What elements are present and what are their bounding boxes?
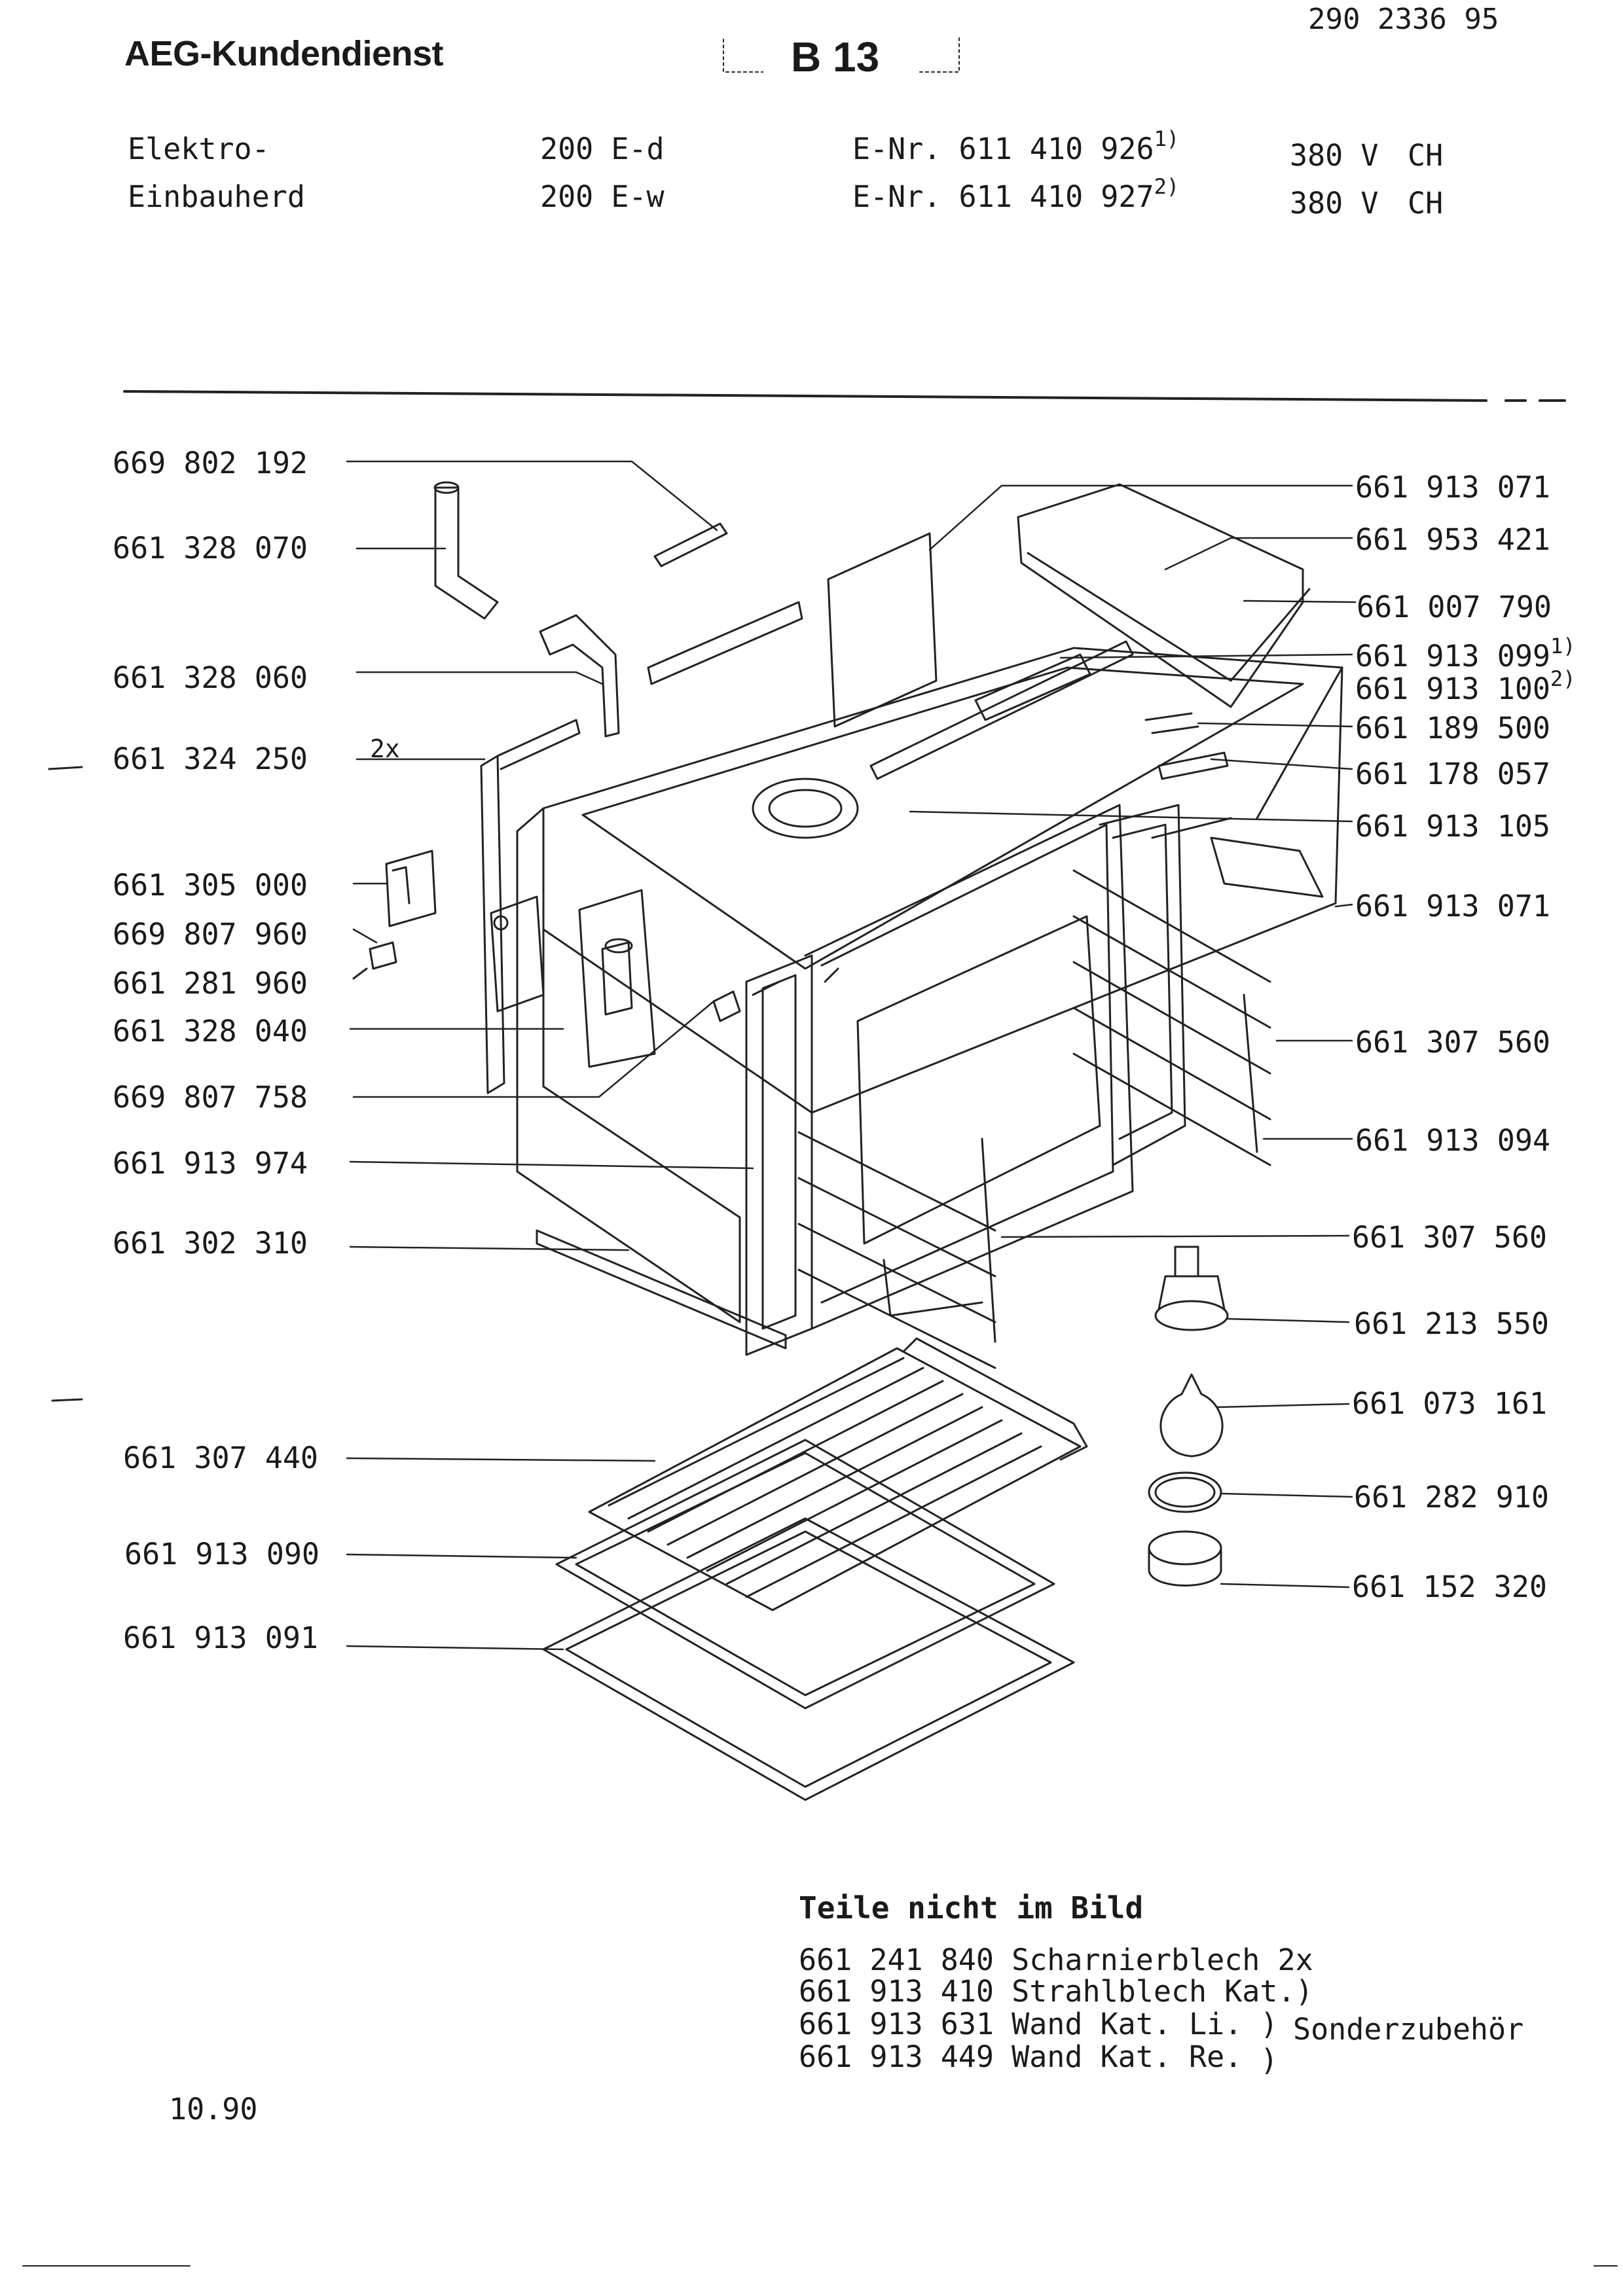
header-separator bbox=[124, 391, 1565, 401]
part-description: Scharnierblech 2x bbox=[1012, 1943, 1313, 1977]
section-bracket-marks bbox=[723, 36, 959, 72]
lamp-parts-drawing bbox=[1149, 1247, 1228, 1586]
appliance-type-line1: Elektro- bbox=[128, 132, 270, 166]
margin-marks bbox=[23, 767, 1617, 2266]
callout-left: 661 913 974 bbox=[113, 1146, 308, 1181]
quantity-marker: 2x bbox=[370, 734, 400, 763]
callout-left: 661 328 040 bbox=[113, 1014, 308, 1049]
enr-1-value: E-Nr. 611 410 926 bbox=[852, 132, 1154, 166]
parts-not-shown-heading: Teile nicht im Bild bbox=[799, 1890, 1144, 1926]
callout-left: 661 305 000 bbox=[113, 868, 308, 903]
bracket-mark: ) bbox=[1260, 2043, 1279, 2077]
callout-left: 669 807 758 bbox=[113, 1080, 308, 1115]
callout-left: 661 913 090 bbox=[124, 1537, 320, 1571]
bracket-mark: ) bbox=[1260, 2007, 1279, 2041]
country-2: CH bbox=[1408, 186, 1444, 221]
part-number: 661 913 410 bbox=[799, 1974, 994, 2009]
callout-left: 669 802 192 bbox=[113, 446, 308, 480]
part-description: Strahlblech Kat. bbox=[1012, 1974, 1296, 2009]
country-1: CH bbox=[1408, 138, 1444, 173]
callout-right: 661 213 550 bbox=[1354, 1306, 1550, 1341]
enr-1-note: 1) bbox=[1154, 126, 1180, 151]
document-number: 290 2336 95 bbox=[1308, 3, 1499, 36]
callout-right: 661 953 421 bbox=[1355, 522, 1551, 557]
accessory-note: Sonderzubehör bbox=[1293, 2012, 1524, 2047]
enr-1: E-Nr. 611 410 9261) bbox=[852, 128, 1179, 166]
callout-right: 661 913 071 bbox=[1355, 889, 1551, 924]
callout-right: 661 307 560 bbox=[1352, 1220, 1548, 1255]
callout-right: 661 913 105 bbox=[1355, 809, 1551, 844]
callout-left: 661 913 091 bbox=[123, 1621, 319, 1655]
callout-right: 661 282 910 bbox=[1354, 1480, 1550, 1515]
callout-right: 661 913 094 bbox=[1355, 1123, 1551, 1158]
section-code: B 13 bbox=[791, 33, 880, 81]
callout-right: 661 913 1002) bbox=[1355, 668, 1576, 706]
callout-right: 661 307 560 bbox=[1355, 1025, 1551, 1060]
callout-right: 661 152 320 bbox=[1352, 1570, 1548, 1604]
callout-right-value: 661 913 099 bbox=[1355, 639, 1551, 673]
parts-row: 661 913 410 Strahlblech Kat.) bbox=[799, 1977, 1313, 2006]
part-number: 661 913 449 bbox=[799, 2039, 994, 2074]
voltage-2: 380 V bbox=[1290, 186, 1379, 221]
callout-right: 661 073 161 bbox=[1352, 1386, 1548, 1421]
enr-2-note: 2) bbox=[1154, 174, 1180, 199]
callout-right: 661 007 790 bbox=[1357, 590, 1552, 624]
callout-left: 661 302 310 bbox=[113, 1226, 308, 1261]
callout-left: 661 281 960 bbox=[113, 966, 308, 1001]
appliance-type-line2: Einbauherd bbox=[128, 179, 305, 214]
model-1: 200 E-d bbox=[540, 132, 665, 166]
callout-right: 661 178 057 bbox=[1355, 757, 1551, 791]
right-leader-lines bbox=[910, 486, 1355, 1587]
parts-row: 661 913 449 Wand Kat. Re. bbox=[799, 2042, 1242, 2072]
callout-left: 661 324 250 bbox=[113, 742, 308, 776]
callout-right-note: 1) bbox=[1550, 634, 1576, 658]
oven-cavity-drawing bbox=[354, 482, 1342, 1368]
enr-2: E-Nr. 611 410 9272) bbox=[852, 176, 1179, 214]
voltage-1: 380 V bbox=[1290, 138, 1379, 173]
left-leader-lines bbox=[347, 461, 753, 1649]
part-description: Wand Kat. Re. bbox=[1012, 2039, 1243, 2074]
callout-left: 661 307 440 bbox=[123, 1441, 319, 1475]
enr-2-value: E-Nr. 611 410 927 bbox=[852, 179, 1154, 214]
callout-right-note: 2) bbox=[1550, 666, 1576, 691]
callout-right: 661 189 500 bbox=[1355, 711, 1551, 745]
callout-right: 661 913 071 bbox=[1355, 470, 1551, 505]
part-number: 661 241 840 bbox=[799, 1943, 994, 1977]
footer-date: 10.90 bbox=[169, 2092, 258, 2126]
bracket-mark: ) bbox=[1295, 1974, 1313, 2009]
part-number: 661 913 631 bbox=[799, 2007, 994, 2041]
model-2: 200 E-w bbox=[540, 179, 665, 214]
rack-and-tray-drawing bbox=[543, 1338, 1087, 1800]
callout-right-value: 661 913 100 bbox=[1355, 672, 1551, 706]
callout-left: 661 328 070 bbox=[113, 531, 308, 565]
callout-right: 661 913 0991) bbox=[1355, 636, 1576, 673]
parts-row: 661 241 840 Scharnierblech 2x bbox=[799, 1945, 1313, 1975]
parts-row: 661 913 631 Wand Kat. Li. bbox=[799, 2009, 1242, 2039]
brand-title: AEG-Kundendienst bbox=[124, 34, 444, 73]
callout-left: 661 328 060 bbox=[113, 660, 308, 695]
part-description: Wand Kat. Li. bbox=[1012, 2007, 1243, 2041]
callout-left: 669 807 960 bbox=[113, 917, 308, 952]
